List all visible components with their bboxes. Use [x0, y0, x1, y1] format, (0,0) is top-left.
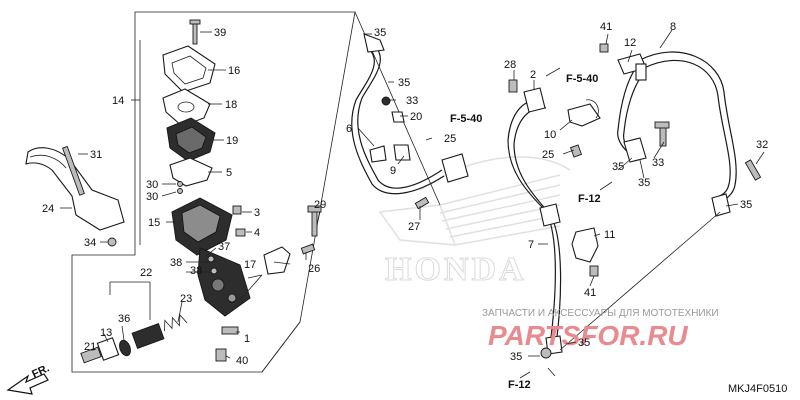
callout-30b: 30 — [146, 191, 158, 203]
joint-part — [567, 103, 601, 127]
callout-8: 8 — [670, 21, 676, 33]
callout-39: 39 — [214, 27, 226, 39]
reference-f-12-bottom: F-12 — [508, 379, 531, 391]
reference-f-5-40-upper: F-5-40 — [566, 73, 598, 85]
hose-clamp-part — [441, 153, 469, 183]
holder-part — [221, 326, 239, 335]
callout-23: 23 — [180, 293, 192, 305]
leader-lines — [60, 29, 765, 379]
callout-35g: 35 — [578, 337, 590, 349]
callout-32: 32 — [756, 139, 768, 151]
callout-17: 17 — [244, 259, 256, 271]
callout-33a: 33 — [406, 95, 418, 107]
callout-1: 1 — [244, 333, 250, 345]
bleeder-screw-part — [232, 205, 242, 215]
callout-40: 40 — [236, 355, 248, 367]
callout-5: 5 — [226, 167, 232, 179]
callout-19: 19 — [226, 135, 238, 147]
callout-35b: 35 — [398, 77, 410, 89]
callout-41b: 41 — [600, 21, 612, 33]
pivot-nut-part — [107, 237, 117, 247]
diagram-code: MKJ4F0510 — [728, 383, 787, 395]
reference-f-5-40-lower: F-5-40 — [450, 113, 482, 125]
callout-35f: 35 — [510, 351, 522, 363]
callout-14: 14 — [112, 95, 124, 107]
callout-27: 27 — [408, 221, 420, 233]
reservoir-cap-part — [162, 45, 216, 93]
callout-31: 31 — [90, 149, 102, 161]
callout-34: 34 — [84, 237, 96, 249]
watermark-caption: ЗАПЧАСТИ И АКСЕССУАРЫ ДЛЯ МОТОТЕХНИКИ — [482, 308, 719, 319]
brake-lever-part — [25, 147, 125, 231]
screw-part — [189, 19, 201, 45]
callout-6: 6 — [346, 123, 352, 135]
callout-2: 2 — [530, 69, 536, 81]
callout-12: 12 — [624, 37, 636, 49]
callout-35c: 35 — [612, 161, 624, 173]
callout-30a: 30 — [146, 179, 158, 191]
float-part — [169, 157, 213, 187]
callout-35d: 35 — [638, 177, 650, 189]
stop-switch-part — [263, 246, 291, 275]
master-cylinder-body-part — [171, 197, 251, 317]
plate-part — [162, 88, 211, 127]
lower-brake-hose-part — [507, 99, 556, 346]
o-ring-part — [207, 255, 215, 263]
callout-28: 28 — [504, 59, 516, 71]
callout-16: 16 — [228, 65, 240, 77]
group-outline — [71, 11, 356, 373]
callout-25b: 25 — [542, 149, 554, 161]
callout-18: 18 — [225, 99, 237, 111]
callout-11: 11 — [604, 229, 615, 241]
right-brake-hose-part — [639, 51, 737, 206]
callout-15: 15 — [148, 217, 160, 229]
callout-33b: 33 — [652, 157, 664, 169]
callout-9: 9 — [390, 165, 396, 177]
hose-joint-part — [523, 87, 546, 113]
watermark: ЗАПЧАСТИ И АКСЕССУАРЫ ДЛЯ МОТОТЕХНИКИ PA… — [482, 308, 719, 351]
piston-set-part — [80, 313, 188, 364]
callout-22: 22 — [140, 267, 152, 279]
callout-4: 4 — [254, 227, 260, 239]
callout-21: 21 — [84, 341, 96, 353]
callout-38a: 38 — [170, 257, 182, 269]
callout-13: 13 — [100, 327, 112, 339]
callout-10: 10 — [544, 129, 556, 141]
cap-part — [235, 228, 246, 237]
callout-20: 20 — [410, 111, 422, 123]
callout-35e: 35 — [740, 199, 752, 211]
banjo-bolt-part — [307, 205, 322, 237]
reference-f-12-right: F-12 — [578, 193, 601, 205]
callout-38b: 38 — [190, 265, 202, 277]
callout-26: 26 — [308, 263, 320, 275]
callout-35a: 35 — [374, 27, 386, 39]
callout-3: 3 — [254, 207, 260, 219]
honda-wing-logo: HONDA — [378, 156, 571, 289]
callouts: 39 16 14 18 19 5 31 30 30 24 3 15 4 34 3… — [42, 21, 768, 367]
callout-37: 37 — [218, 241, 230, 253]
front-direction-arrow: FR. — [6, 362, 51, 395]
watermark-logo: PARTSFOR.RU — [488, 320, 688, 351]
callout-29: 29 — [314, 199, 326, 211]
callout-7: 7 — [528, 239, 534, 251]
pivot-bolt-part — [61, 145, 85, 196]
callout-25a: 25 — [444, 133, 456, 145]
callout-41a: 41 — [584, 287, 596, 299]
callout-36: 36 — [118, 313, 130, 325]
reference-labels: F-5-40 F-5-40 F-12 F-12 — [450, 73, 601, 391]
front-label: FR. — [30, 362, 51, 380]
bracket-part — [571, 227, 599, 263]
brake-hose-part — [357, 44, 443, 189]
callout-24: 24 — [42, 203, 54, 215]
honda-logo-text: HONDA — [385, 251, 527, 288]
